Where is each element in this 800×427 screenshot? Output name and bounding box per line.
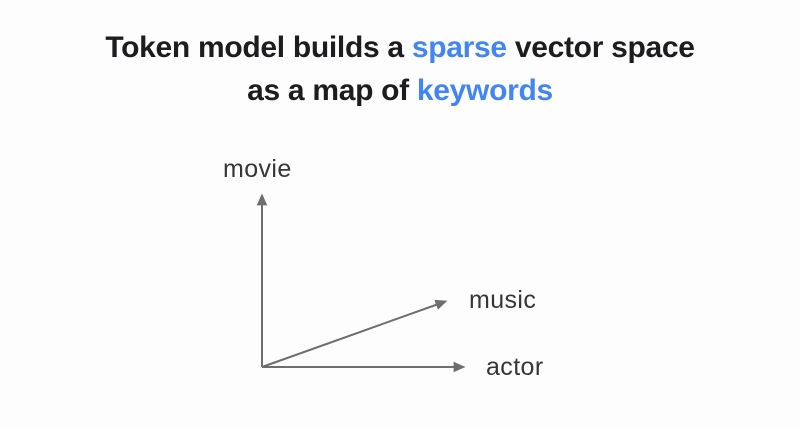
title-highlight-keywords: keywords xyxy=(416,74,553,107)
title-highlight-sparse: sparse xyxy=(411,31,507,64)
music-vector-arrow xyxy=(261,299,448,368)
title-segment: as a map of xyxy=(247,74,417,107)
title-segment: Token model builds a xyxy=(105,31,412,64)
axis-label-movie: movie xyxy=(223,155,292,183)
axis-label-music: music xyxy=(469,286,537,314)
page-title: Token model builds a sparse vector space… xyxy=(0,26,800,112)
title-segment: vector space xyxy=(506,31,695,64)
title-line-1: Token model builds a sparse vector space xyxy=(0,26,800,69)
title-line-2: as a map of keywords xyxy=(0,69,800,112)
axis-label-actor: actor xyxy=(486,353,544,381)
